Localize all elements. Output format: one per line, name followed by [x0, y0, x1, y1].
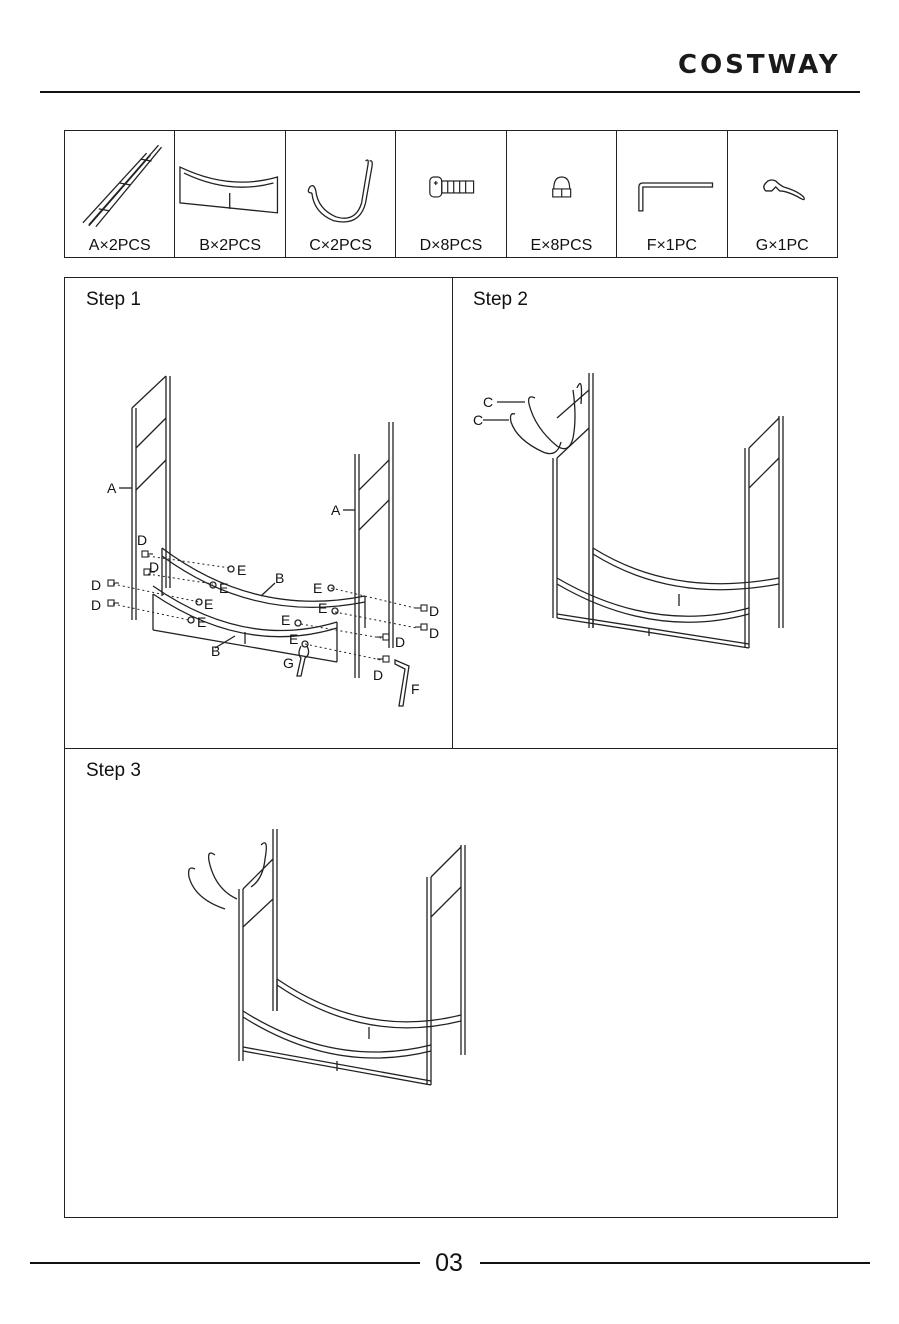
part-b-qty: B×2PCS [175, 237, 284, 255]
step-1-label-e3: E [204, 596, 213, 612]
step-3-diagram [65, 749, 839, 1219]
step-1-label-e8: E [289, 631, 298, 647]
step-1-label-e1: E [237, 562, 246, 578]
step-1-label-d3: D [91, 577, 101, 593]
part-g-qty: G×1PC [728, 237, 837, 255]
step-1-label-d6: D [429, 625, 439, 641]
step-1-exploded-diagram: A A B B D D D D D D D D E E E E E E E E … [65, 278, 452, 748]
step-2-label-c2: C [473, 412, 483, 428]
frame-ladder-icon [65, 131, 174, 231]
brand-logo: COSTWAY [678, 50, 860, 80]
part-e: E×8PCS [507, 131, 617, 257]
part-f: F×1PC [617, 131, 727, 257]
step-1-label-g: G [283, 655, 294, 671]
step-1-label-d4: D [91, 597, 101, 613]
part-c-qty: C×2PCS [286, 237, 395, 255]
part-c: C×2PCS [286, 131, 396, 257]
step-2-label-c1: C [483, 394, 493, 410]
steps-panel: Step 1 Step 2 Step 3 [64, 277, 838, 1218]
step-1-label-b2: B [211, 643, 220, 659]
part-a: A×2PCS [65, 131, 175, 257]
step-1-label-e6: E [318, 600, 327, 616]
parts-list: A×2PCS B×2PCS C×2PCS [64, 130, 838, 258]
step-1-label-d7: D [395, 634, 405, 650]
footer-rule-left [30, 1262, 420, 1264]
part-d: D×8PCS [396, 131, 506, 257]
step-1-label-d8: D [373, 667, 383, 683]
step-1-label-d1: D [137, 532, 147, 548]
step-1-label-e4: E [197, 614, 206, 630]
header-rule [40, 91, 860, 93]
part-g: G×1PC [728, 131, 837, 257]
step-1-label-e2: E [219, 580, 228, 596]
step-1-label-a1: A [107, 480, 117, 496]
hook-icon [286, 131, 395, 231]
step-1-label-e7: E [281, 612, 290, 628]
wrench-icon [728, 131, 837, 231]
step-1-label-b1: B [275, 570, 284, 586]
footer-rule-right [480, 1262, 870, 1264]
cap-nut-icon [507, 131, 616, 231]
step-1-label-a2: A [331, 502, 341, 518]
bolt-icon [396, 131, 505, 231]
part-b: B×2PCS [175, 131, 285, 257]
allen-key-icon [617, 131, 726, 231]
part-d-qty: D×8PCS [396, 237, 505, 255]
page-number: 03 [424, 1248, 474, 1278]
step-1-label-d2: D [149, 559, 159, 575]
step-1-label-f: F [411, 681, 420, 697]
step-2-diagram: C C [453, 278, 839, 748]
part-e-qty: E×8PCS [507, 237, 616, 255]
part-a-qty: A×2PCS [65, 237, 174, 255]
curved-bar-icon [175, 131, 284, 231]
step-1-label-d5: D [429, 603, 439, 619]
step-1-label-e5: E [313, 580, 322, 596]
part-f-qty: F×1PC [617, 237, 726, 255]
